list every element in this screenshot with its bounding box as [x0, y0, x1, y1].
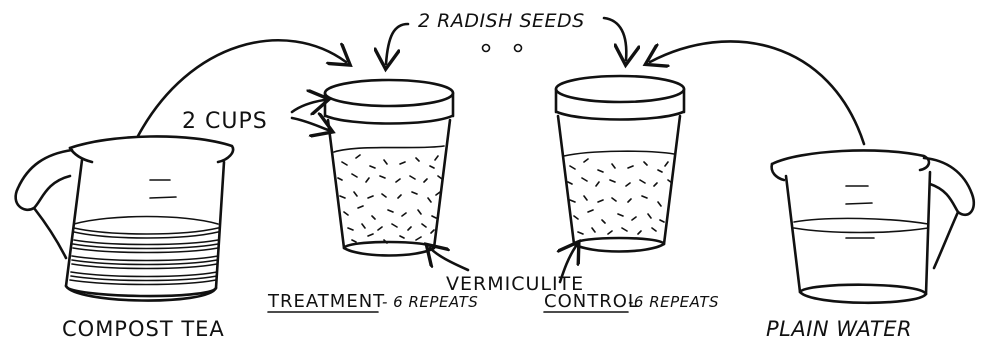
control-word: CONTROL: [544, 291, 639, 312]
radish-seed-dot: [515, 45, 522, 52]
compost-tea-jug: [16, 136, 233, 300]
plain-water-jug: [772, 150, 974, 302]
treatment-caption: TREATMENT - 6 REPEATS: [267, 291, 478, 312]
plain-water-label: PLAIN WATER: [766, 317, 912, 341]
radish-seeds-label: 2 RADISH SEEDS: [418, 10, 585, 32]
control-vermiculite-texture: [568, 159, 672, 234]
treatment-repeats: - 6 REPEATS: [382, 293, 478, 311]
treatment-word: TREATMENT: [267, 291, 385, 312]
control-cup: [556, 76, 684, 252]
treatment-vermiculite-texture: [338, 155, 442, 243]
compost-tea-label: COMPOST TEA: [62, 317, 225, 341]
control-repeats: -6 REPEATS: [628, 293, 719, 311]
radish-seed-dot: [483, 45, 490, 52]
control-caption: CONTROL -6 REPEATS: [544, 291, 719, 312]
cups-annotation: 2 CUPS: [182, 100, 328, 134]
cups-label: 2 CUPS: [182, 109, 268, 134]
treatment-cup: [325, 80, 453, 256]
radish-seeds-annotation: 2 RADISH SEEDS: [386, 10, 626, 64]
vermiculite-annotation: VERMICULITE: [430, 246, 584, 295]
